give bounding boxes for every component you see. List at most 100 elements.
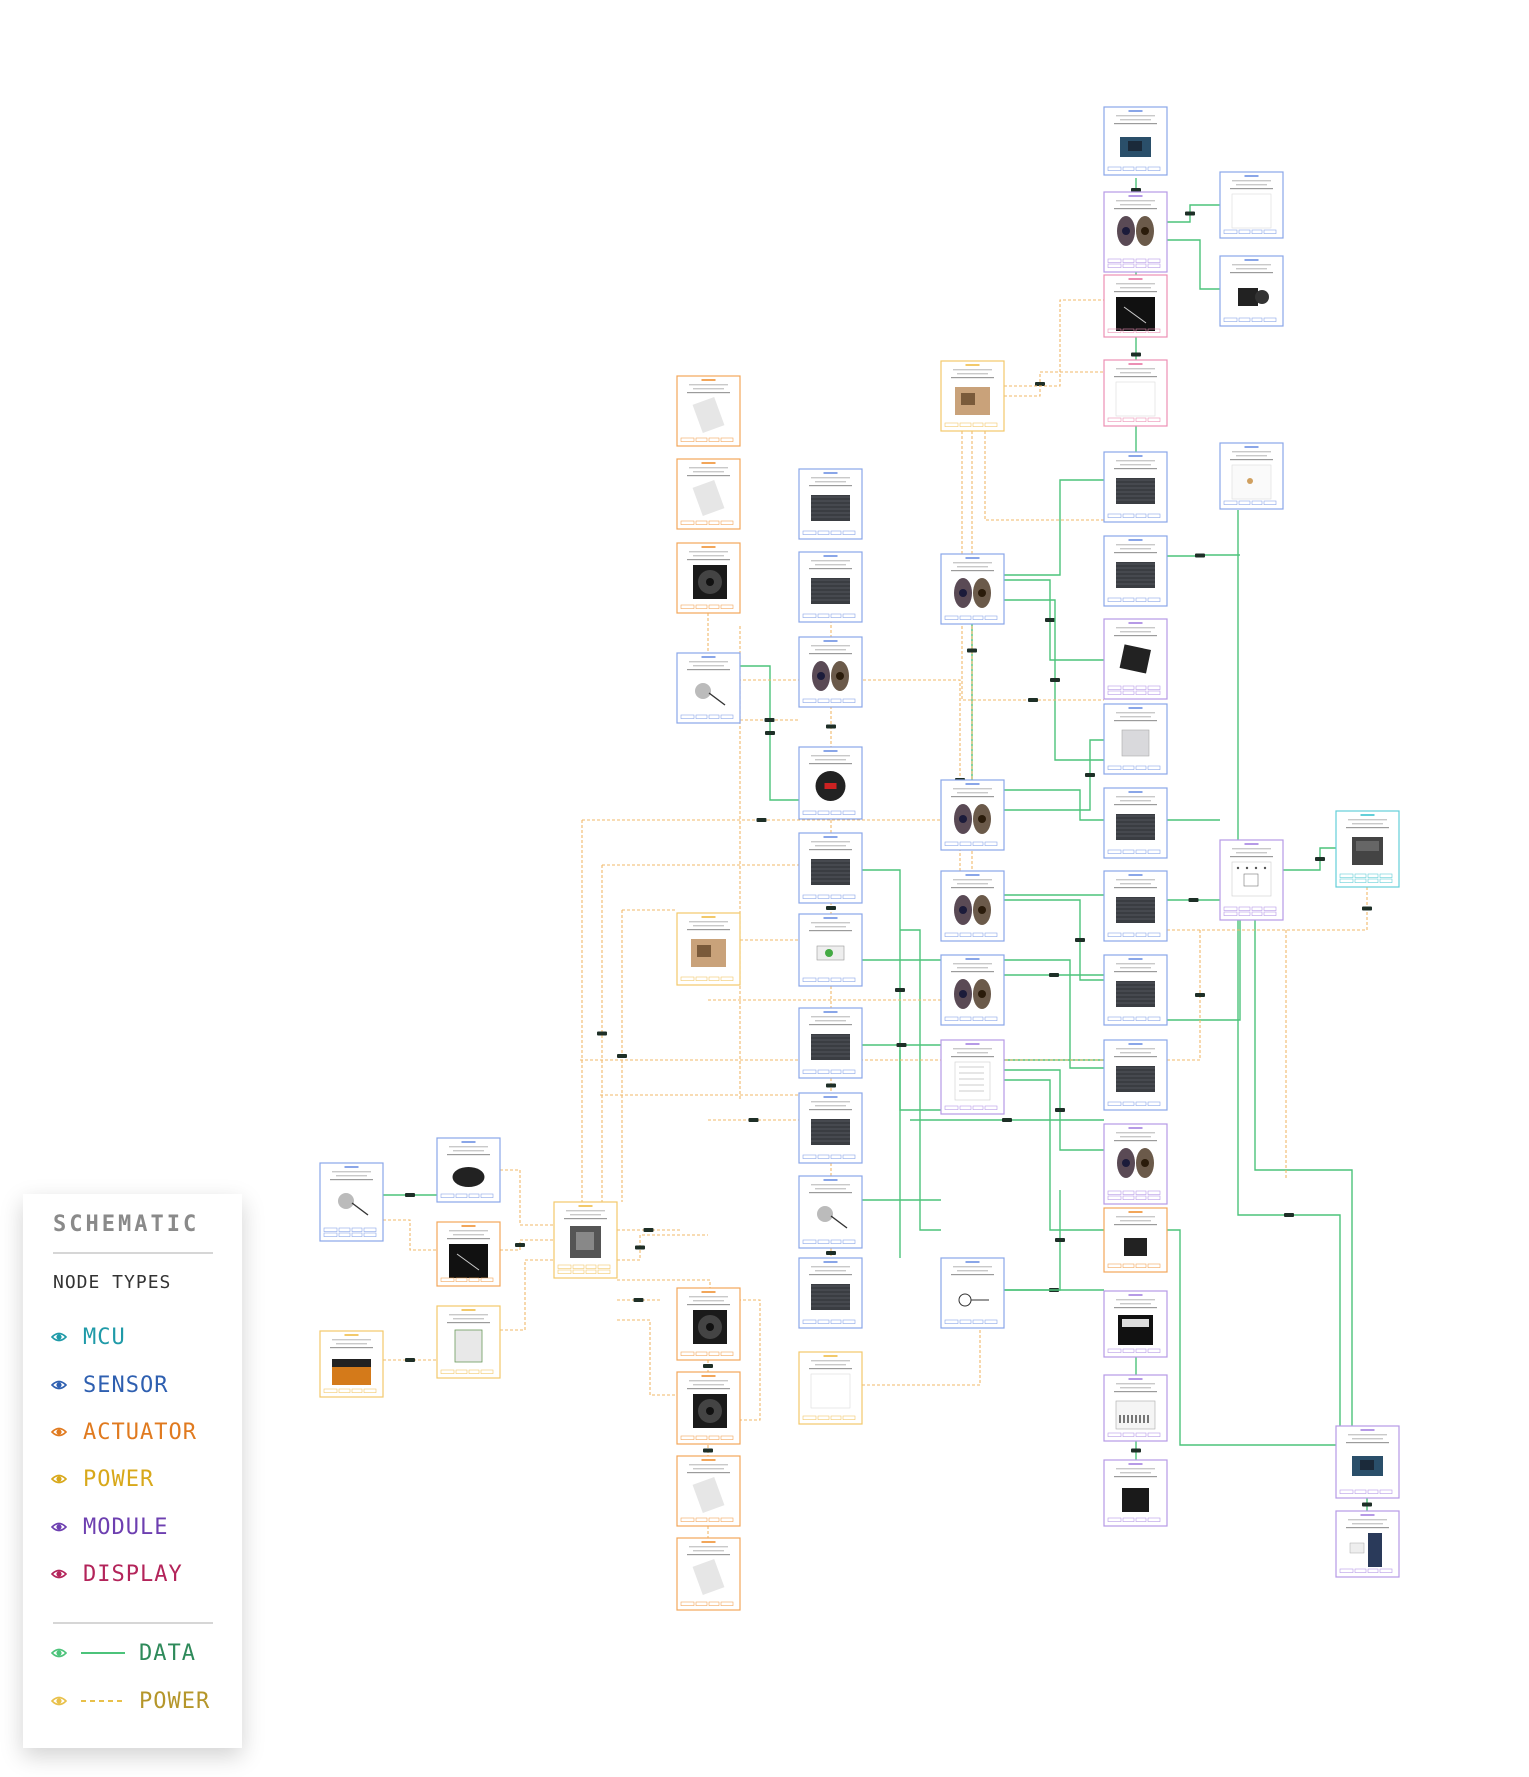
node-actuator[interactable]	[676, 1371, 741, 1445]
node-port[interactable]	[557, 1269, 572, 1274]
node-port[interactable]	[802, 1154, 817, 1159]
node-port[interactable]	[1238, 911, 1251, 916]
node-port[interactable]	[1379, 1568, 1393, 1573]
node-port[interactable]	[802, 977, 817, 982]
node-port[interactable]	[817, 1415, 830, 1420]
node-port[interactable]	[830, 810, 842, 815]
node-port[interactable]	[1238, 317, 1251, 322]
node-port[interactable]	[1147, 417, 1161, 422]
node-port[interactable]	[1147, 1517, 1161, 1522]
node-sensor[interactable]	[798, 636, 863, 708]
node-port[interactable]	[1147, 1263, 1161, 1268]
node-port[interactable]	[830, 1069, 842, 1074]
node-port[interactable]	[1147, 1016, 1161, 1021]
node-port[interactable]	[720, 1435, 734, 1440]
eye-icon[interactable]	[51, 1471, 67, 1487]
node-port[interactable]	[1379, 1489, 1393, 1494]
node-port[interactable]	[695, 976, 708, 981]
node-port[interactable]	[1107, 258, 1122, 263]
node-port[interactable]	[984, 615, 998, 620]
node-port[interactable]	[830, 1239, 842, 1244]
node-port[interactable]	[468, 1277, 480, 1282]
node-sensor[interactable]	[1103, 870, 1168, 942]
node-port[interactable]	[1147, 1432, 1161, 1437]
node-port[interactable]	[695, 1351, 708, 1356]
node-port[interactable]	[1147, 932, 1161, 937]
node-port[interactable]	[1107, 166, 1122, 171]
node-port[interactable]	[1379, 878, 1393, 883]
node-port[interactable]	[1122, 1517, 1135, 1522]
node-port[interactable]	[1147, 328, 1161, 333]
node-sensor[interactable]	[940, 954, 1005, 1026]
node-port[interactable]	[842, 1154, 856, 1159]
node-port[interactable]	[1263, 317, 1277, 322]
node-port[interactable]	[1135, 1101, 1147, 1106]
node-port[interactable]	[830, 1154, 842, 1159]
node-port[interactable]	[1107, 1263, 1122, 1268]
node-sensor[interactable]	[1219, 255, 1284, 327]
node-port[interactable]	[1107, 1517, 1122, 1522]
node-port[interactable]	[1147, 690, 1161, 695]
node-port[interactable]	[842, 977, 856, 982]
node-port[interactable]	[1122, 690, 1135, 695]
eye-icon[interactable]	[51, 1424, 67, 1440]
node-port[interactable]	[1107, 597, 1122, 602]
node-sensor[interactable]	[1103, 954, 1168, 1026]
node-port[interactable]	[572, 1269, 585, 1274]
node-port[interactable]	[708, 520, 720, 525]
node-port[interactable]	[842, 613, 856, 618]
node-port[interactable]	[680, 604, 695, 609]
node-port[interactable]	[1223, 911, 1238, 916]
node-port[interactable]	[1107, 1348, 1122, 1353]
node-port[interactable]	[1367, 878, 1379, 883]
node-port[interactable]	[817, 1069, 830, 1074]
node-module[interactable]	[1335, 1510, 1400, 1578]
node-port[interactable]	[720, 1601, 734, 1606]
node-port[interactable]	[351, 1388, 363, 1393]
node-port[interactable]	[557, 1264, 572, 1269]
node-port[interactable]	[1122, 932, 1135, 937]
node-port[interactable]	[1122, 1101, 1135, 1106]
legend-item-power[interactable]: POWER	[51, 1466, 154, 1492]
node-port[interactable]	[338, 1388, 351, 1393]
node-port[interactable]	[984, 932, 998, 937]
node-port[interactable]	[802, 1415, 817, 1420]
node-port[interactable]	[1122, 328, 1135, 333]
node-port[interactable]	[984, 1105, 998, 1110]
node-port[interactable]	[708, 1517, 720, 1522]
node-port[interactable]	[1135, 263, 1147, 268]
node-port[interactable]	[842, 810, 856, 815]
node-port[interactable]	[323, 1227, 338, 1232]
node-port[interactable]	[1251, 229, 1263, 234]
node-port[interactable]	[1122, 258, 1135, 263]
node-port[interactable]	[720, 976, 734, 981]
eye-icon[interactable]	[51, 1566, 67, 1582]
legend-item-mcu[interactable]: MCU	[51, 1324, 126, 1350]
node-sensor[interactable]	[940, 779, 1005, 851]
node-actuator[interactable]	[676, 1287, 741, 1361]
node-sensor[interactable]	[798, 746, 863, 820]
node-port[interactable]	[1122, 1432, 1135, 1437]
eye-icon[interactable]	[51, 1519, 67, 1535]
node-actuator[interactable]	[436, 1221, 501, 1287]
node-port[interactable]	[830, 613, 842, 618]
node-sensor[interactable]	[1103, 787, 1168, 859]
node-port[interactable]	[585, 1269, 597, 1274]
node-port[interactable]	[1135, 1517, 1147, 1522]
node-sensor[interactable]	[798, 913, 863, 987]
node-port[interactable]	[1122, 417, 1135, 422]
node-port[interactable]	[1122, 263, 1135, 268]
node-port[interactable]	[680, 520, 695, 525]
node-sensor[interactable]	[798, 1175, 863, 1249]
node-port[interactable]	[1147, 166, 1161, 171]
node-port[interactable]	[1238, 500, 1251, 505]
node-port[interactable]	[944, 422, 959, 427]
node-port[interactable]	[972, 932, 984, 937]
node-port[interactable]	[817, 1239, 830, 1244]
node-port[interactable]	[1107, 328, 1122, 333]
node-port[interactable]	[984, 841, 998, 846]
node-port[interactable]	[1135, 417, 1147, 422]
node-port[interactable]	[338, 1227, 351, 1232]
node-port[interactable]	[1354, 873, 1367, 878]
